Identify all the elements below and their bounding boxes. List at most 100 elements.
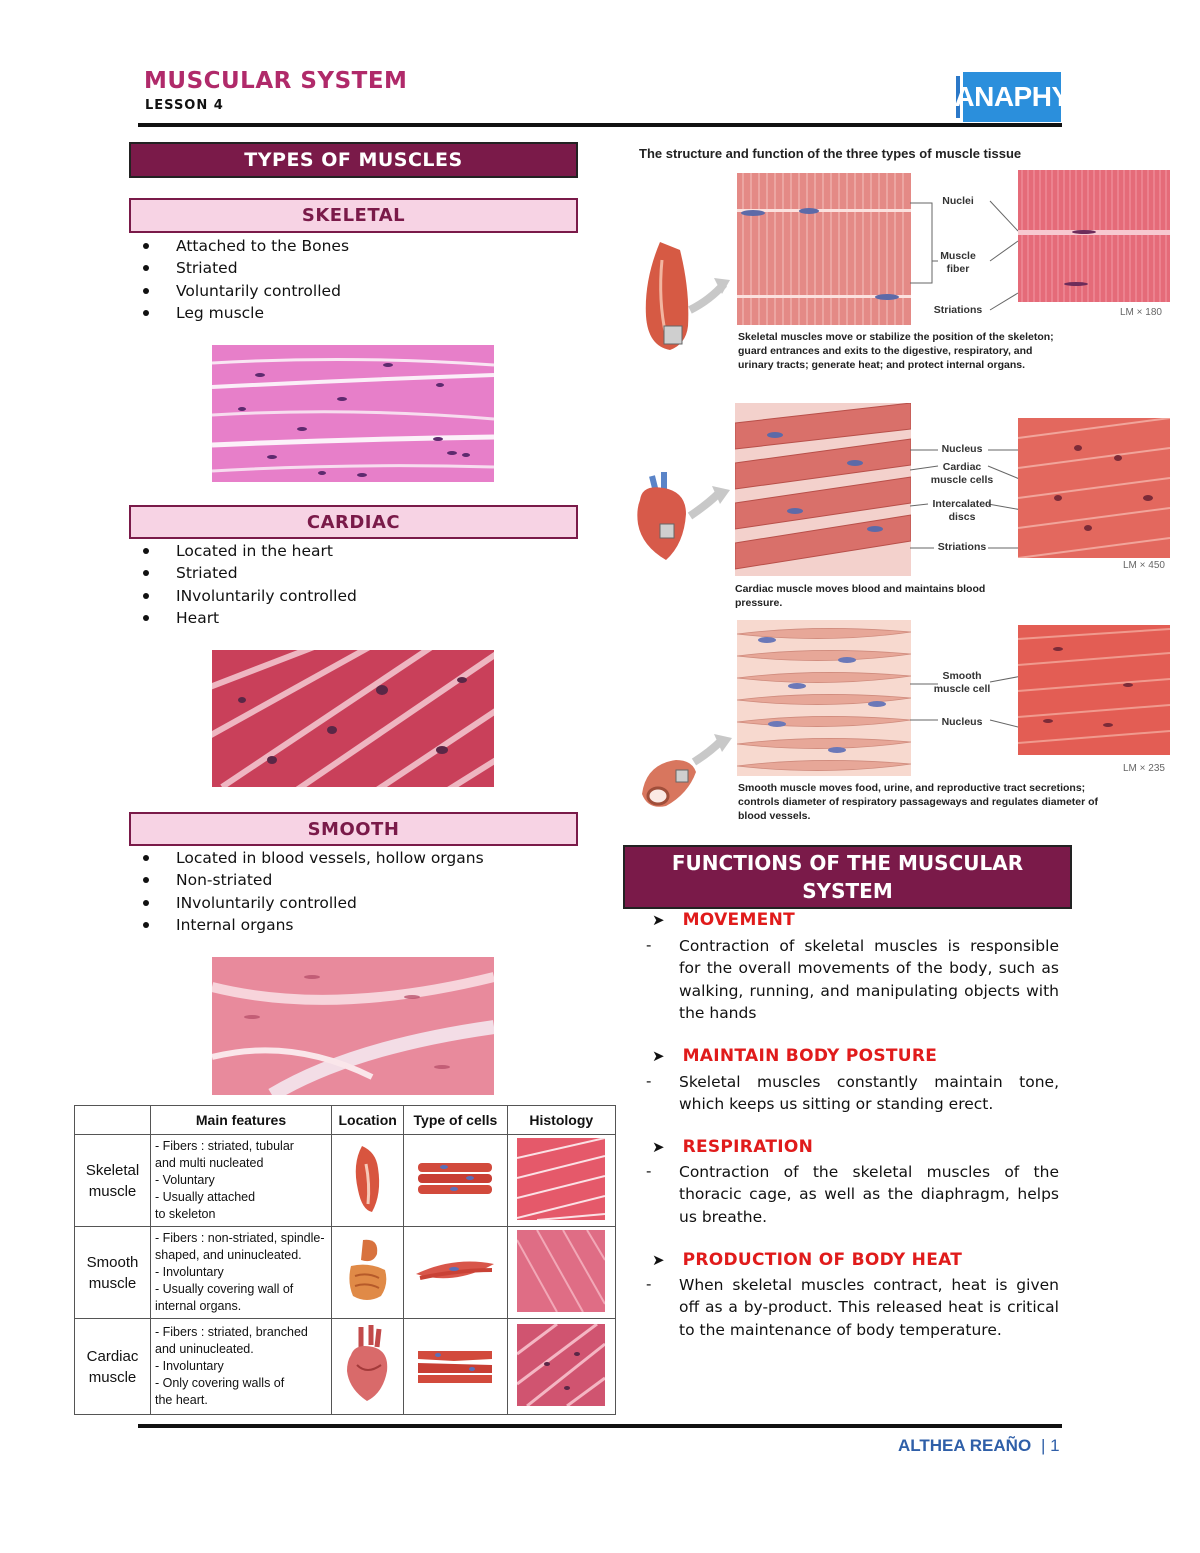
feature-line: the heart. (155, 1393, 208, 1407)
caption-line: blood vessels. (738, 810, 811, 822)
dash-bullet-icon: - (646, 1162, 652, 1180)
location-illustration (330, 1226, 405, 1319)
list-item: Non-striated (143, 869, 573, 891)
label-cardiac-muscle-cells: Cardiac muscle cells (930, 461, 994, 486)
list-item: Leg muscle (143, 302, 573, 324)
function-body: Contraction of skeletal muscles is respo… (679, 937, 1059, 1022)
table-header-row: Main features Location Type of cells His… (74, 1105, 617, 1135)
label-nuclei: Nuclei (942, 195, 974, 207)
feature-line: and multi nucleated (155, 1156, 264, 1170)
feature-line: - Involuntary (155, 1359, 224, 1373)
footer-divider (138, 1424, 1062, 1428)
header-divider (138, 123, 1062, 127)
function-item-respiration: ➤ RESPIRATION (652, 1137, 813, 1157)
brand-accent-bar (956, 76, 960, 118)
feature-line: - Involuntary (155, 1265, 224, 1279)
label-striations: Striations (933, 304, 983, 316)
smooth-label-leaders (910, 675, 1023, 736)
skeletal-diagram-panel (737, 173, 911, 325)
row-label-line: muscle (88, 1182, 137, 1200)
arrow-bullet-icon: ➤ (652, 1047, 665, 1065)
histology-image (506, 1134, 617, 1227)
table-header: Location (330, 1105, 405, 1135)
list-item: INvoluntarily controlled (143, 585, 573, 607)
dash-bullet-icon: - (646, 936, 652, 954)
list-item: Located in blood vessels, hollow organs (143, 847, 573, 869)
features-cell: - Fibers : striated, tubular and multi n… (150, 1134, 332, 1227)
types-of-muscles-heading: TYPES OF MUSCLES (129, 142, 578, 178)
muscle-comparison-table: Main features Location Type of cells His… (74, 1105, 617, 1415)
cardiac-bullet-list: Located in the heart Striated INvoluntar… (143, 540, 573, 629)
table-header (74, 1105, 151, 1135)
table-header: Main features (150, 1105, 332, 1135)
list-item: Voluntarily controlled (143, 280, 573, 302)
caption-line: urinary tracts; generate heat; and prote… (738, 359, 1026, 371)
function-heading: RESPIRATION (682, 1137, 814, 1157)
smooth-micrograph-panel (1018, 625, 1170, 755)
feature-line: - Fibers : striated, branched (155, 1325, 308, 1339)
cell-type-illustration (403, 1134, 508, 1227)
function-body: Contraction of the skeletal muscles of t… (679, 1163, 1059, 1226)
feature-line: - Fibers : non-striated, spindle- (155, 1231, 325, 1245)
list-item: Striated (143, 562, 573, 584)
feature-line: - Fibers : striated, tubular (155, 1139, 294, 1153)
cardiac-diagram-panel (735, 403, 911, 576)
features-cell: - Fibers : non-striated, spindle- shaped… (150, 1226, 332, 1319)
label-intercalated-discs: Intercalated discs (932, 498, 992, 523)
arrow-bullet-icon: ➤ (652, 1138, 665, 1156)
table-header: Type of cells (403, 1105, 508, 1135)
list-item: Internal organs (143, 914, 573, 936)
function-item-movement: ➤ MOVEMENT (652, 910, 795, 930)
dash-bullet-icon: - (646, 1072, 652, 1090)
row-label-line: Smooth (86, 1253, 139, 1271)
feature-line: - Usually attached (155, 1190, 256, 1204)
list-item: INvoluntarily controlled (143, 892, 573, 914)
cell-type-illustration (403, 1226, 508, 1319)
skeletal-bullet-list: Attached to the Bones Striated Voluntari… (143, 235, 573, 324)
function-body: When skeletal muscles contract, heat is … (679, 1276, 1059, 1339)
label-muscle-fiber: Muscle fiber (940, 250, 976, 275)
feature-line: - Usually covering wall of (155, 1282, 294, 1296)
feature-line: shaped, and uninucleated. (155, 1248, 302, 1262)
feature-line: - Only covering walls of (155, 1376, 285, 1390)
brand-logo: ANAPHY (954, 72, 1070, 122)
smooth-diagram-panel (737, 620, 911, 776)
row-label-line: Cardiac (86, 1347, 139, 1365)
list-item: Located in the heart (143, 540, 573, 562)
function-heading: MOVEMENT (682, 910, 796, 930)
heart-illustration (632, 470, 732, 562)
histology-image (506, 1318, 617, 1415)
caption-line: pressure. (735, 597, 783, 609)
histology-image (506, 1226, 617, 1319)
smooth-magnification: LM × 235 (1123, 763, 1165, 774)
features-cell: - Fibers : striated, branched and uninuc… (150, 1318, 332, 1415)
smooth-muscle-micrograph (212, 957, 494, 1095)
functions-heading: FUNCTIONS OF THE MUSCULAR SYSTEM (623, 845, 1072, 909)
skeletal-muscle-micrograph (212, 345, 494, 482)
function-heading: PRODUCTION OF BODY HEAT (682, 1250, 963, 1270)
arrow-bullet-icon: ➤ (652, 911, 665, 929)
caption-line: Skeletal muscles move or stabilize the p… (738, 331, 1054, 343)
cardiac-heading: CARDIAC (129, 505, 578, 539)
function-item-body-heat: ➤PRODUCTION OF BODY HEAT (652, 1250, 962, 1270)
list-item: Heart (143, 607, 573, 629)
cardiac-label-leaders (909, 440, 1023, 560)
row-label: Smooth muscle (74, 1226, 151, 1319)
dash-bullet-icon: - (646, 1275, 652, 1293)
list-item: Attached to the Bones (143, 235, 573, 257)
function-item-posture: ➤MAINTAIN BODY POSTURE (652, 1046, 937, 1066)
label-cardiac-striations: Striations (937, 541, 987, 553)
table-row: Smooth muscle - Fibers : non-striated, s… (74, 1226, 617, 1319)
table-row: Skeletal muscle - Fibers : striated, tub… (74, 1134, 617, 1227)
function-body: Skeletal muscles constantly maintain ton… (679, 1073, 1059, 1114)
arm-illustration (640, 240, 732, 352)
feature-line: to skeleton (155, 1207, 216, 1221)
location-illustration (330, 1134, 405, 1227)
feature-line: - Voluntary (155, 1173, 215, 1187)
cardiac-caption: Cardiac muscle moves blood and maintains… (735, 582, 1035, 610)
page-number: | 1 (1041, 1436, 1060, 1455)
figure-title: The structure and function of the three … (639, 146, 1022, 161)
cardiac-micrograph-panel (1018, 418, 1170, 558)
skeletal-micrograph-panel (1018, 170, 1170, 302)
table-row: Cardiac muscle - Fibers : striated, bran… (74, 1318, 617, 1415)
